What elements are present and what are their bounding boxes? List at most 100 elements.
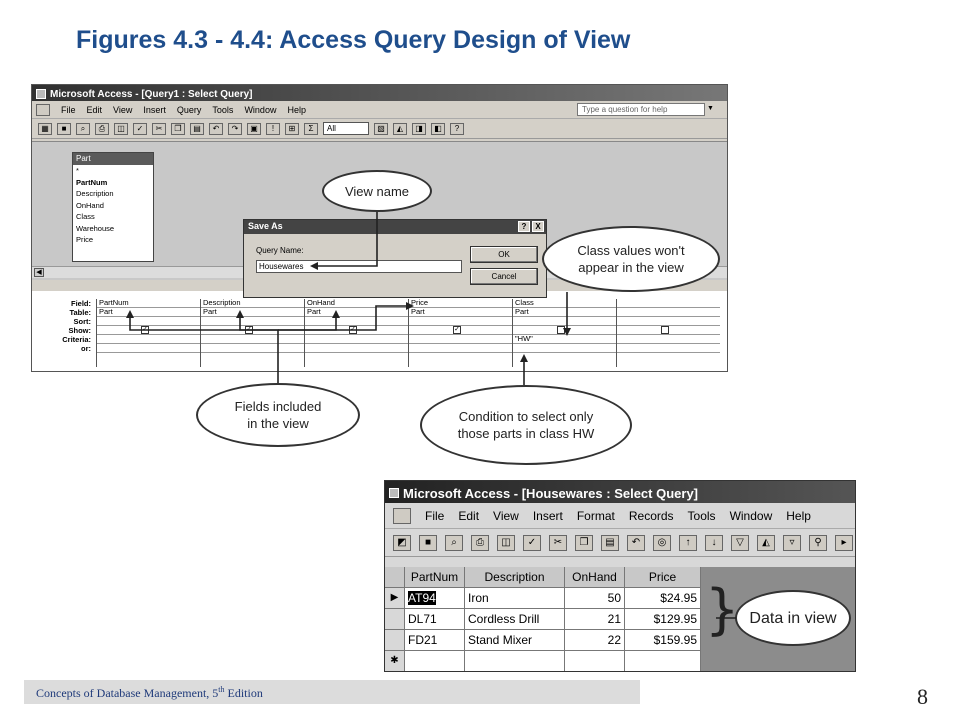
cell-price[interactable] [625, 651, 701, 671]
cut-icon[interactable]: ✂ [152, 122, 166, 135]
cell-partnum[interactable] [405, 651, 465, 671]
field-class[interactable]: Class [76, 212, 95, 221]
cell-partnum[interactable]: AT94 [405, 588, 465, 608]
undo-icon[interactable]: ↶ [209, 122, 223, 135]
grid-criteria-cell[interactable] [201, 335, 304, 344]
grid-sort-cell[interactable] [201, 317, 304, 326]
grid-field-cell[interactable] [617, 299, 720, 308]
document-icon[interactable] [36, 103, 50, 116]
cell-description[interactable]: Iron [465, 588, 565, 608]
table-row[interactable]: FD21 Stand Mixer 22 $159.95 [385, 630, 701, 651]
menu-file[interactable]: File [425, 508, 445, 523]
cell-description[interactable]: Cordless Drill [465, 609, 565, 629]
menu-format[interactable]: Format [576, 508, 615, 523]
menu-edit[interactable]: Edit [86, 104, 103, 115]
cell-description[interactable]: Stand Mixer [465, 630, 565, 650]
print-preview-icon[interactable]: ◫ [497, 534, 515, 551]
cell-price[interactable]: $159.95 [625, 630, 701, 650]
grid-table-cell[interactable]: Part [97, 308, 200, 317]
column-header[interactable]: OnHand [565, 567, 625, 587]
save-icon[interactable]: ■ [57, 122, 71, 135]
grid-criteria-cell[interactable] [409, 335, 512, 344]
part-table-box[interactable]: Part * PartNum Description OnHand Class … [72, 152, 154, 262]
show-checkbox[interactable]: ✓ [245, 326, 253, 334]
hyperlink-icon[interactable]: ◎ [653, 534, 671, 551]
totals-icon[interactable]: Σ [304, 122, 318, 135]
column-header[interactable]: Price [625, 567, 701, 587]
properties-icon[interactable]: ▧ [374, 122, 388, 135]
grid-column[interactable]: OnHand Part ✓ [304, 299, 408, 367]
show-checkbox[interactable]: ✓ [349, 326, 357, 334]
menu-insert[interactable]: Insert [532, 508, 563, 523]
grid-or-cell[interactable] [305, 344, 408, 353]
grid-or-cell[interactable] [617, 344, 720, 353]
column-header[interactable]: PartNum [405, 567, 465, 587]
cell-description[interactable] [465, 651, 565, 671]
grid-sort-cell[interactable] [409, 317, 512, 326]
grid-column[interactable]: PartNum Part ✓ [96, 299, 200, 367]
menu-view[interactable]: View [113, 104, 133, 115]
cell-onhand[interactable]: 21 [565, 609, 625, 629]
grid-column[interactable] [616, 299, 720, 367]
grid-criteria-cell[interactable] [617, 335, 720, 344]
grid-column[interactable]: Price Part ✓ [408, 299, 512, 367]
menu-window[interactable]: Window [729, 508, 773, 523]
grid-or-cell[interactable] [513, 344, 616, 353]
grid-field-cell[interactable]: Description [201, 299, 304, 308]
cell-price[interactable]: $24.95 [625, 588, 701, 608]
field-warehouse[interactable]: Warehouse [76, 223, 115, 233]
copy-icon[interactable]: ❐ [171, 122, 185, 135]
grid-or-cell[interactable] [409, 344, 512, 353]
grid-field-cell[interactable]: Class [513, 299, 616, 308]
grid-or-cell[interactable] [201, 344, 304, 353]
cell-onhand[interactable]: 50 [565, 588, 625, 608]
menu-tools[interactable]: Tools [687, 508, 716, 523]
top-values-combo[interactable]: All [323, 122, 369, 135]
help-dropdown-icon[interactable]: ▼ [707, 105, 714, 112]
database-window-icon[interactable]: ◨ [412, 122, 426, 135]
cell-partnum[interactable]: FD21 [405, 630, 465, 650]
grid-table-cell[interactable]: Part [201, 308, 304, 317]
sort-descending-icon[interactable]: ↓ [705, 534, 723, 551]
dialog-close-button[interactable]: X [532, 221, 544, 232]
filter-form-icon[interactable]: ◭ [757, 534, 775, 551]
field-onhand[interactable]: OnHand [76, 200, 104, 210]
help-icon[interactable]: ? [450, 122, 464, 135]
save-icon[interactable]: ■ [419, 534, 437, 551]
show-checkbox-unchecked[interactable] [661, 326, 669, 334]
grid-table-cell[interactable]: Part [409, 308, 512, 317]
redo-icon[interactable]: ↷ [228, 122, 242, 135]
spelling-icon[interactable]: ✓ [523, 534, 541, 551]
menu-view[interactable]: View [493, 508, 519, 523]
grid-table-cell[interactable]: Part [513, 308, 616, 317]
apply-filter-icon[interactable]: ▿ [783, 534, 801, 551]
field-partnum[interactable]: PartNum [76, 177, 108, 187]
copy-icon[interactable]: ❐ [575, 534, 593, 551]
row-selector[interactable] [385, 609, 405, 629]
menu-help[interactable]: Help [786, 508, 811, 523]
print-icon[interactable]: ⎙ [471, 534, 489, 551]
find-icon[interactable]: ⚲ [809, 534, 827, 551]
query-type-icon[interactable]: ▣ [247, 122, 261, 135]
menu-edit[interactable]: Edit [458, 508, 480, 523]
cancel-button[interactable]: Cancel [470, 268, 538, 285]
field-price[interactable]: Price [76, 235, 94, 244]
grid-criteria-cell[interactable]: "HW" [513, 335, 616, 344]
field-all[interactable]: * [76, 166, 79, 175]
document-icon[interactable] [393, 507, 411, 524]
cell-onhand[interactable]: 22 [565, 630, 625, 650]
grid-sort-cell[interactable] [513, 317, 616, 326]
menu-tools[interactable]: Tools [212, 104, 234, 115]
table-row[interactable]: DL71 Cordless Drill 21 $129.95 [385, 609, 701, 630]
filter-selection-icon[interactable]: ▽ [731, 534, 749, 551]
ok-button[interactable]: OK [470, 246, 538, 263]
cell-onhand[interactable] [565, 651, 625, 671]
show-checkbox-unchecked[interactable] [557, 326, 565, 334]
paste-icon[interactable]: ▤ [601, 534, 619, 551]
row-selector[interactable] [385, 630, 405, 650]
cell-price[interactable]: $129.95 [625, 609, 701, 629]
show-checkbox[interactable]: ✓ [453, 326, 461, 334]
show-table-icon[interactable]: ⊞ [285, 122, 299, 135]
search-file-icon[interactable]: ⌕ [445, 534, 463, 551]
cell-partnum[interactable]: DL71 [405, 609, 465, 629]
